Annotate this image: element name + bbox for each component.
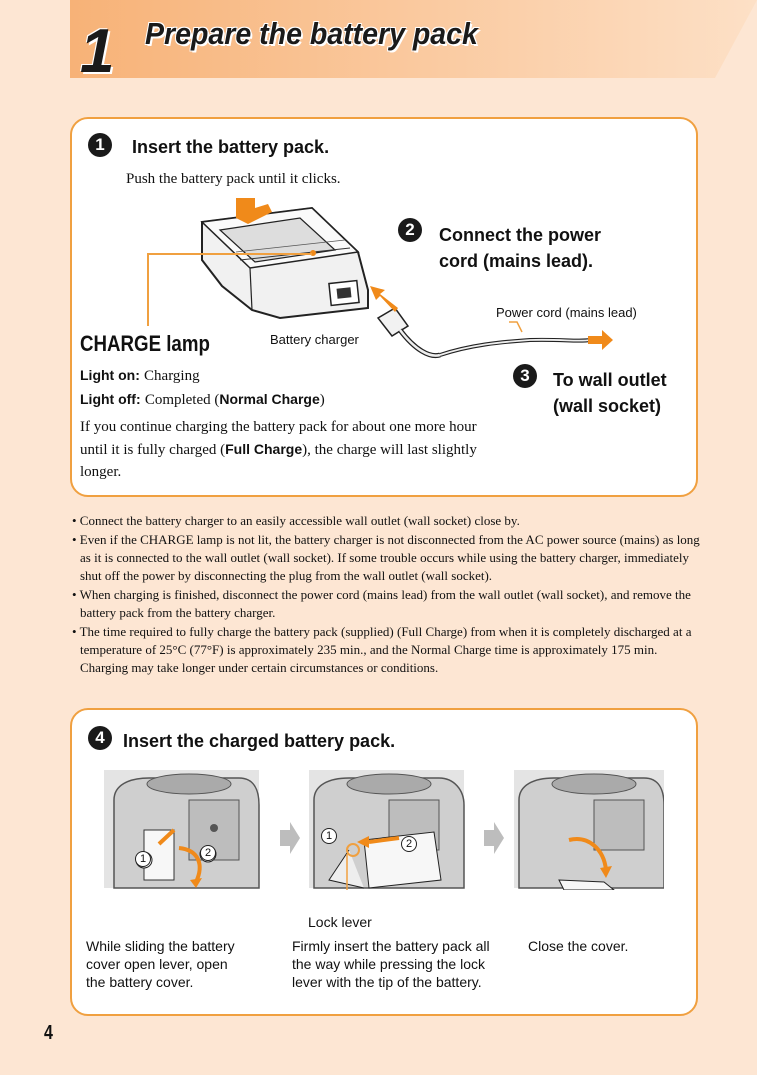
charging-panel [70,117,698,497]
step-1-description: Push the battery pack until it clicks. [126,171,341,187]
banner-background [70,0,757,78]
caption-insert-battery: Firmly insert the battery pack all the w… [292,937,490,991]
step-2-badge: 2 [398,218,422,242]
step-3-title-line1: To wall outlet [553,370,667,390]
light-off-row: Light off: Completed (Normal Charge) [80,391,325,409]
caption-close-cover: Close the cover. [528,937,628,955]
marker-1-middle: 1 [321,828,337,844]
light-off-value-bold: Normal Charge [219,391,320,407]
camera-illustrations [104,770,664,890]
step-3-badge: 3 [513,364,537,388]
power-cord-label: Power cord (mains lead) [496,305,637,320]
note-item: • When charging is finished, disconnect … [72,587,691,620]
full-charge-line1: If you continue charging the battery pac… [80,419,477,435]
marker-1-left: 1 [135,851,151,867]
full-charge-line3: longer. [80,464,122,480]
note-item: • The time required to fully charge the … [72,624,692,675]
full-charge-line2: until it is fully charged (Full Charge),… [80,438,540,461]
caption-open-cover: While sliding the battery cover open lev… [86,937,235,991]
charger-illustration [147,198,613,359]
step-4-badge: 4 [88,726,112,750]
notes-list: • Connect the battery charger to an easi… [72,512,700,678]
caption-line: While sliding the battery [86,938,235,954]
full-charge-note: If you continue charging the battery pac… [80,416,540,483]
camera-image-close [514,770,664,890]
caption-line: cover open lever, open [86,956,228,972]
section-number: 1 [80,17,115,86]
step-4-title: Insert the charged battery pack. [123,731,396,751]
header-banner [70,0,757,78]
light-off-label: Light off: [80,391,141,407]
light-on-label: Light on: [80,367,140,383]
step-2-title-line2: cord (mains lead). [439,251,594,271]
caption-line: Firmly insert the battery pack all [292,938,490,954]
full-charge-line2-prefix: until it is fully charged ( [80,442,226,458]
marker-2-middle: 2 [401,836,417,852]
step-2-title-line1: Connect the power [439,225,602,245]
light-off-value-prefix: Completed ( [144,392,220,408]
lock-lever-label: Lock lever [308,914,372,930]
step-arrow-2 [484,822,504,854]
page-title: Prepare the battery pack [145,16,478,51]
caption-line: the way while pressing the lock [292,956,485,972]
camera-image-open-cover [104,770,260,889]
full-charge-line2-suffix: ), the charge will last slightly [302,442,477,458]
step-1-badge: 1 [88,133,112,157]
step-3-title-line2: (wall socket) [553,396,662,416]
step-arrow-1 [280,822,300,854]
step-3-title: To wall outlet (wall socket) [553,367,667,419]
light-on-value: Charging [144,368,200,384]
light-on-row: Light on: Charging [80,367,200,385]
step-2-title: Connect the power cord (mains lead). [439,222,601,274]
caption-line: Close the cover. [528,938,629,954]
step-1-title: Insert the battery pack. [132,137,330,157]
note-item: • Connect the battery charger to an easi… [72,513,520,528]
marker-2-left: 2 [200,845,216,861]
full-charge-line2-bold: Full Charge [225,441,303,457]
battery-charger-label: Battery charger [270,332,359,347]
caption-line: lever with the tip of the battery. [292,974,482,990]
page-number: 4 [44,1022,53,1044]
caption-line: the battery cover. [86,974,194,990]
note-item: • Even if the CHARGE lamp is not lit, th… [72,532,700,583]
charge-lamp-heading: CHARGE lamp [80,331,210,356]
light-off-value-suffix: ) [319,392,325,408]
